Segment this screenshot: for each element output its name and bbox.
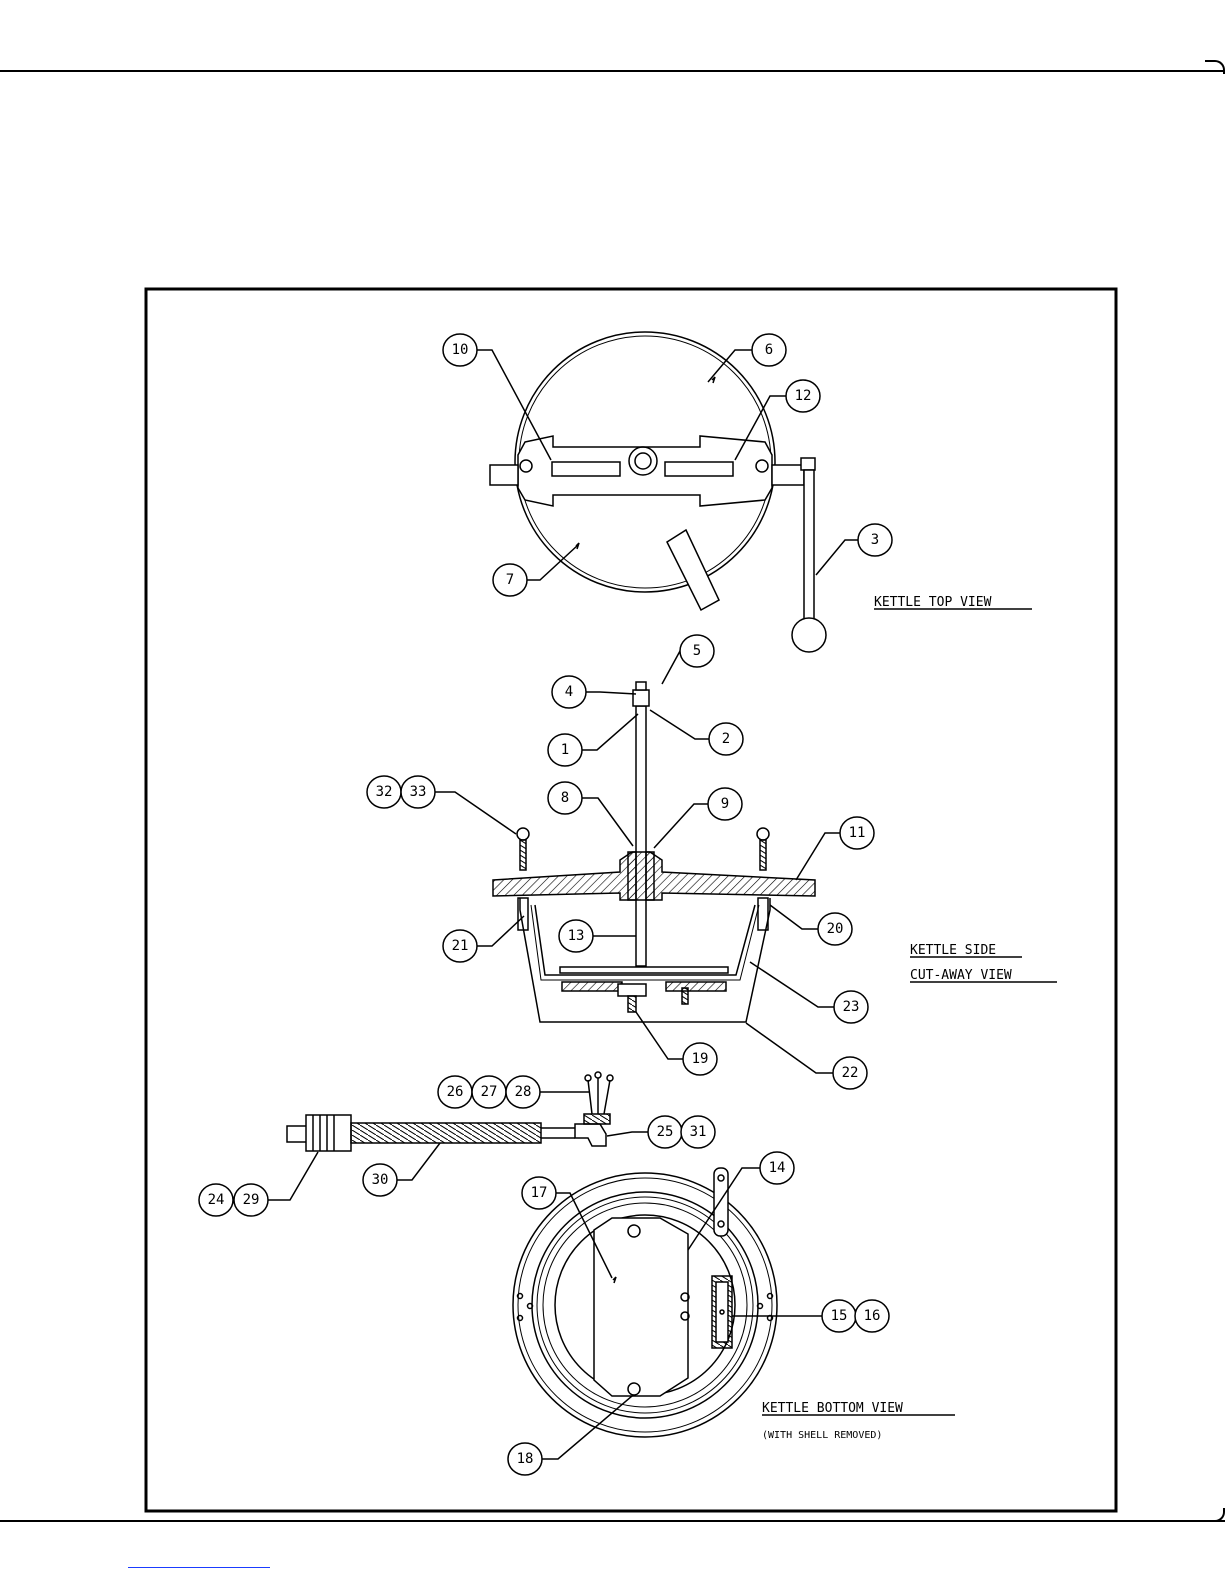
callout-29-number: 29: [243, 1192, 260, 1208]
side-shaft: [636, 706, 646, 966]
callout-4-number: 4: [565, 684, 573, 700]
callout-20-number: 20: [827, 921, 844, 937]
callout-24-number: 24: [208, 1192, 225, 1208]
callout-18-number: 18: [517, 1451, 534, 1467]
leader-2: [650, 710, 709, 739]
callout-10-number: 10: [452, 342, 469, 358]
side-drive-stem: [628, 996, 636, 1012]
leader-9: [654, 804, 708, 848]
mark-6: [712, 377, 715, 383]
side-stir-plate: [560, 967, 728, 973]
callout-13-number: 13: [568, 928, 585, 944]
callout-30-number: 30: [372, 1172, 389, 1188]
cord-leads: [588, 1078, 610, 1114]
leader-4: [586, 692, 636, 694]
callout-23-number: 23: [843, 999, 860, 1015]
label-side-view-1: KETTLE SIDE: [910, 943, 996, 958]
side-spring-left: [520, 840, 526, 870]
callout-11-number: 11: [849, 825, 866, 841]
leader-24-29: [268, 1152, 318, 1200]
callout-numbers: 10 6 12 3 7 5 4 1 2 8 9 32 33 11 21 20 1…: [208, 342, 881, 1467]
cord-strain-relief: [584, 1114, 610, 1124]
bottom-switch: [716, 1282, 728, 1342]
callout-6-number: 6: [765, 342, 773, 358]
leader-1: [582, 714, 638, 750]
leader-32-33: [435, 792, 516, 834]
side-shaft-tip: [636, 682, 646, 690]
leader-25-31: [607, 1132, 648, 1136]
label-top-view: KETTLE TOP VIEW: [874, 595, 992, 610]
label-bottom-view: KETTLE BOTTOM VIEW: [762, 1401, 903, 1416]
leader-3: [816, 540, 858, 575]
rim-rivet-l3: [528, 1304, 533, 1309]
leader-21: [477, 916, 524, 946]
kettle-side-view: [435, 651, 1057, 1073]
crank-knob: [792, 618, 826, 652]
lead-terminal-2: [595, 1072, 601, 1078]
callout-28-number: 28: [515, 1084, 532, 1100]
label-side-view-2: CUT-AWAY VIEW: [910, 968, 1012, 983]
leader-8: [582, 798, 633, 846]
leader-7: [527, 545, 578, 580]
cord-armor: [351, 1123, 541, 1143]
callout-14-number: 14: [769, 1160, 786, 1176]
callout-2-number: 2: [722, 731, 730, 747]
leader-30: [397, 1143, 440, 1180]
callout-1-number: 1: [561, 742, 569, 758]
callout-8-number: 8: [561, 790, 569, 806]
side-element-right: [666, 982, 726, 991]
callout-7-number: 7: [506, 572, 514, 588]
leader-11: [796, 833, 840, 880]
top-lid-handle: [667, 530, 719, 610]
side-drive-hub: [618, 984, 646, 996]
rim-rivet-l2: [518, 1316, 523, 1321]
leader-22: [746, 1023, 833, 1073]
callout-15-number: 15: [831, 1308, 848, 1324]
leader-23: [750, 962, 834, 1007]
side-shaft-collar: [633, 690, 649, 706]
callout-25-number: 25: [657, 1124, 674, 1140]
callout-32-number: 32: [376, 784, 393, 800]
leader-20: [770, 905, 818, 929]
side-bolt-head-left: [517, 828, 529, 840]
side-thermostat: [682, 988, 688, 1004]
callout-12-number: 12: [795, 388, 812, 404]
callout-3-number: 3: [871, 532, 879, 548]
cord-elbow-connector: [575, 1124, 606, 1146]
leader-18: [542, 1396, 632, 1459]
crank-cap: [801, 458, 815, 470]
callout-21-number: 21: [452, 938, 469, 954]
callout-16-number: 16: [864, 1308, 881, 1324]
rim-rivet-r1: [768, 1294, 773, 1299]
callout-27-number: 27: [481, 1084, 498, 1100]
rim-rivet-l1: [518, 1294, 523, 1299]
callout-31-number: 31: [690, 1124, 707, 1140]
crank-rod: [804, 470, 814, 630]
top-left-stub: [490, 465, 518, 485]
callout-17-number: 17: [531, 1185, 548, 1201]
callout-33-number: 33: [410, 784, 427, 800]
bottom-bracket: [714, 1168, 728, 1236]
callout-22-number: 22: [842, 1065, 859, 1081]
callout-19-number: 19: [692, 1051, 709, 1067]
side-bolt-head-right: [757, 828, 769, 840]
side-bushing-right: [646, 852, 654, 900]
callout-5-number: 5: [693, 643, 701, 659]
rim-rivet-r3: [758, 1304, 763, 1309]
callout-9-number: 9: [721, 796, 729, 812]
bottom-motor-plate: [594, 1218, 688, 1396]
label-bottom-note: (WITH SHELL REMOVED): [762, 1430, 882, 1441]
mark-7: [576, 543, 579, 549]
side-bushing-left: [628, 852, 636, 900]
side-spring-right: [760, 840, 766, 870]
callout-26-number: 26: [447, 1084, 464, 1100]
top-right-stub: [772, 465, 804, 485]
leader-19: [636, 1012, 683, 1059]
side-element-left: [562, 982, 622, 991]
